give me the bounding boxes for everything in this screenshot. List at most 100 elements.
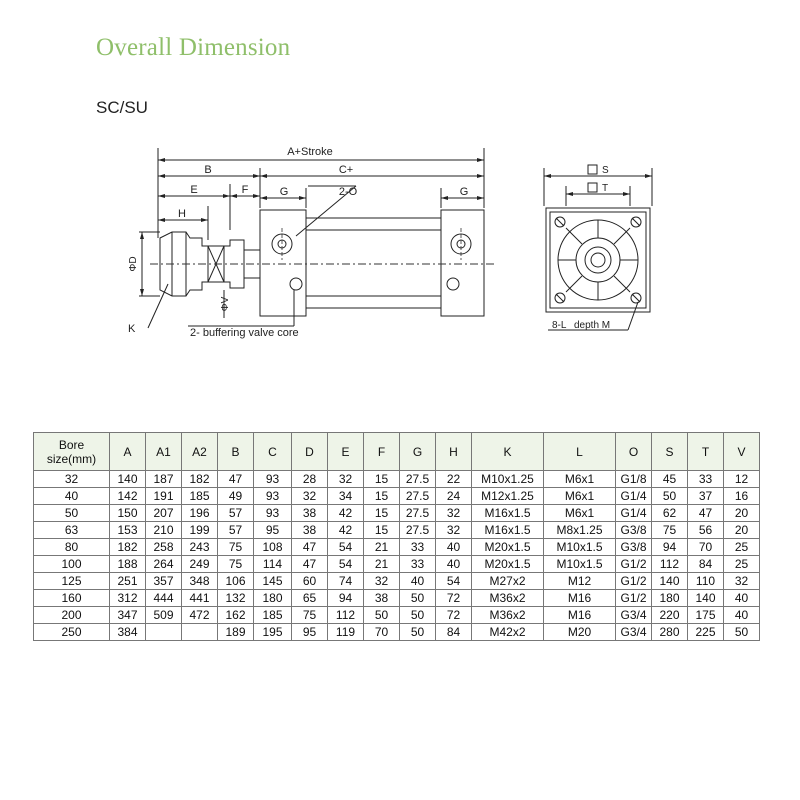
table-cell: 200: [33, 606, 110, 624]
table-cell: 357: [145, 572, 182, 590]
table-cell: 125: [33, 572, 110, 590]
table-cell: 108: [253, 538, 292, 556]
table-cell: 50: [651, 487, 688, 505]
table-cell: M20: [543, 623, 616, 641]
table-cell: 50: [723, 623, 760, 641]
table-cell: 40: [33, 487, 110, 505]
table-cell: 28: [291, 470, 328, 488]
table-cell: [181, 623, 218, 641]
buffering-valve-label: 2- buffering valve core: [190, 327, 299, 339]
column-header: E: [327, 432, 364, 471]
table-cell: G1/4: [615, 487, 652, 505]
table-cell: 114: [253, 555, 292, 573]
table-cell: G3/8: [615, 538, 652, 556]
table-cell: 162: [217, 606, 254, 624]
table-cell: 50: [399, 589, 436, 607]
column-header: B: [217, 432, 254, 471]
table-cell: M16x1.5: [471, 521, 544, 539]
table-cell: 15: [363, 487, 400, 505]
table-cell: 40: [435, 555, 472, 573]
table-cell: 119: [327, 623, 364, 641]
e-label: E: [190, 184, 197, 196]
table-cell: 95: [291, 623, 328, 641]
table-cell: 40: [435, 538, 472, 556]
table-cell: 196: [181, 504, 218, 522]
table-cell: 140: [651, 572, 688, 590]
table-cell: 75: [217, 555, 254, 573]
table-cell: 27.5: [399, 504, 436, 522]
table-cell: M20x1.5: [471, 538, 544, 556]
table-cell: 45: [651, 470, 688, 488]
table-cell: 47: [217, 470, 254, 488]
column-header: T: [687, 432, 724, 471]
table-cell: 175: [687, 606, 724, 624]
table-cell: 62: [651, 504, 688, 522]
b-label: B: [204, 164, 211, 176]
table-cell: 32: [291, 487, 328, 505]
table-cell: 38: [291, 521, 328, 539]
table-cell: 63: [33, 521, 110, 539]
table-cell: 150: [109, 504, 146, 522]
table-cell: 195: [253, 623, 292, 641]
table-cell: 70: [363, 623, 400, 641]
table-cell: 50: [363, 606, 400, 624]
table-cell: 25: [723, 555, 760, 573]
table-cell: 243: [181, 538, 218, 556]
depth-m-label: depth M: [574, 320, 610, 331]
table-cell: 80: [33, 538, 110, 556]
table-cell: 264: [145, 555, 182, 573]
table-cell: 140: [109, 470, 146, 488]
table-cell: 75: [217, 538, 254, 556]
table-cell: M6x1: [543, 470, 616, 488]
table-cell: 27.5: [399, 487, 436, 505]
table-cell: 32: [723, 572, 760, 590]
table-cell: 112: [651, 555, 688, 573]
column-header: A2: [181, 432, 218, 471]
table-cell: 34: [327, 487, 364, 505]
table-cell: 40: [399, 572, 436, 590]
table-cell: 57: [217, 504, 254, 522]
table-cell: 140: [687, 589, 724, 607]
phi-d-label: ΦD: [128, 256, 139, 271]
table-cell: 33: [399, 555, 436, 573]
column-header: G: [399, 432, 436, 471]
table-cell: 47: [291, 555, 328, 573]
column-header: C: [253, 432, 292, 471]
table-cell: M20x1.5: [471, 555, 544, 573]
table-cell: 75: [291, 606, 328, 624]
table-cell: 180: [651, 589, 688, 607]
table-cell: 65: [291, 589, 328, 607]
table-cell: [145, 623, 182, 641]
table-cell: G3/8: [615, 521, 652, 539]
table-cell: 110: [687, 572, 724, 590]
table-cell: 50: [399, 623, 436, 641]
table-cell: 220: [651, 606, 688, 624]
table-cell: 188: [109, 555, 146, 573]
table-cell: 16: [723, 487, 760, 505]
table-cell: 33: [399, 538, 436, 556]
table-cell: 348: [181, 572, 218, 590]
table-cell: M27x2: [471, 572, 544, 590]
table-cell: 38: [363, 589, 400, 607]
table-cell: M42x2: [471, 623, 544, 641]
table-cell: 251: [109, 572, 146, 590]
table-cell: 47: [291, 538, 328, 556]
table-cell: 199: [181, 521, 218, 539]
table-cell: 180: [253, 589, 292, 607]
table-cell: 72: [435, 589, 472, 607]
table-cell: 160: [33, 589, 110, 607]
dimension-drawing: A+Stroke B C+ E F G 2-O G H ΦD ΦV K 2- b…: [128, 146, 653, 339]
table-cell: 185: [253, 606, 292, 624]
table-cell: 42: [327, 521, 364, 539]
table-cell: 75: [651, 521, 688, 539]
table-cell: 32: [33, 470, 110, 488]
table-cell: M12x1.25: [471, 487, 544, 505]
table-cell: 24: [435, 487, 472, 505]
table-cell: 187: [145, 470, 182, 488]
table-cell: 12: [723, 470, 760, 488]
